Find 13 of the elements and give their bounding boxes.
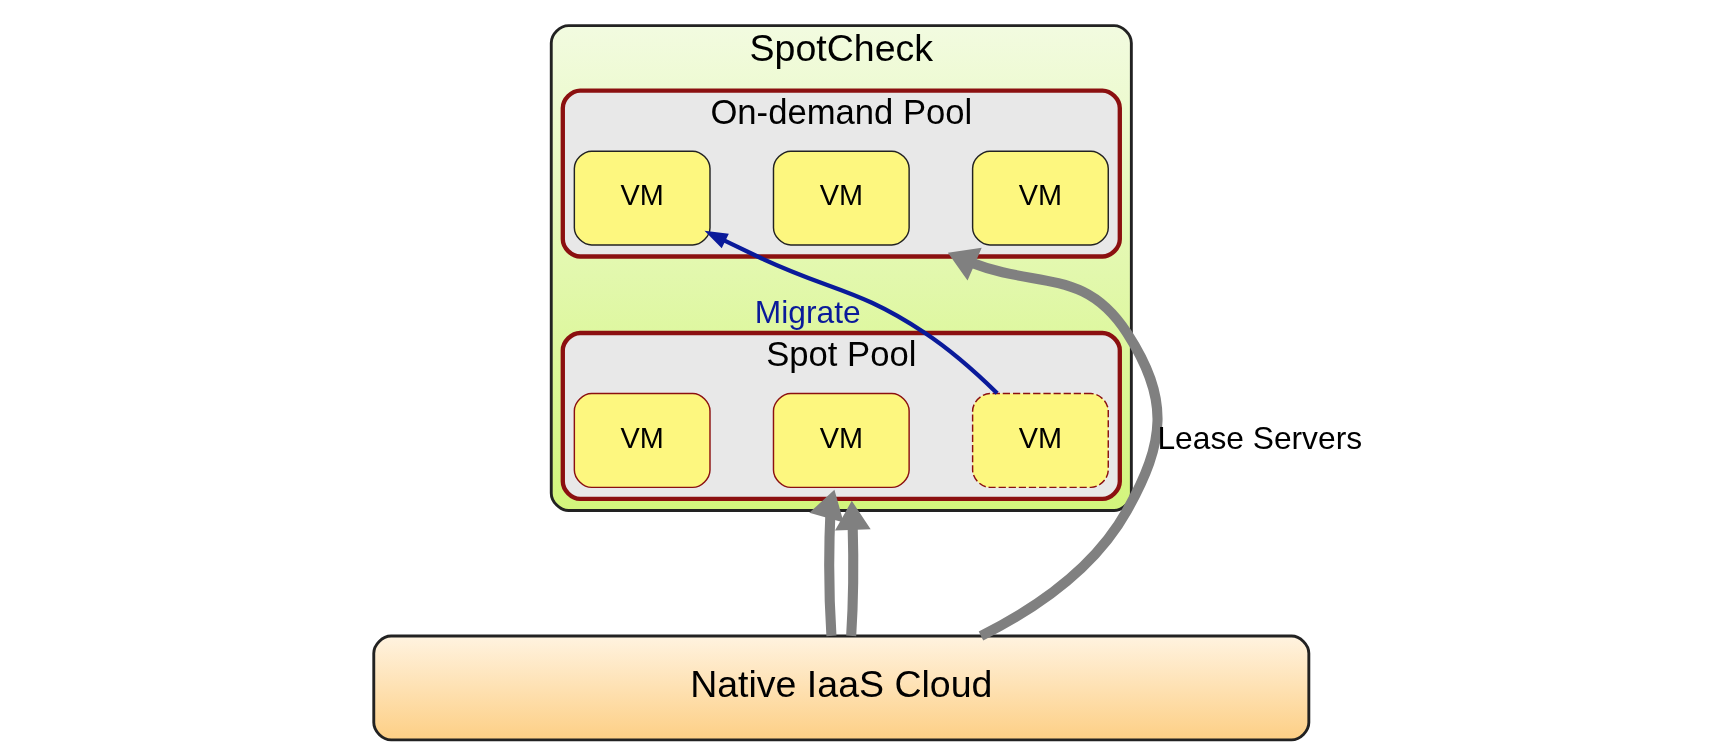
node-box: VM bbox=[573, 392, 711, 489]
node-box: VM bbox=[772, 392, 910, 489]
edge-label: Lease Servers bbox=[1157, 419, 1363, 456]
node-box: VM bbox=[772, 150, 910, 246]
node-box: VM bbox=[573, 150, 711, 246]
node-box: VM bbox=[971, 150, 1109, 246]
node-box: Native IaaS Cloud bbox=[372, 634, 1311, 742]
arrow bbox=[704, 230, 999, 395]
arrow bbox=[835, 500, 871, 637]
node-box: VM bbox=[971, 392, 1109, 489]
arrow bbox=[947, 247, 1163, 641]
arrow bbox=[809, 489, 844, 637]
edge-label: Migrate bbox=[754, 294, 861, 331]
